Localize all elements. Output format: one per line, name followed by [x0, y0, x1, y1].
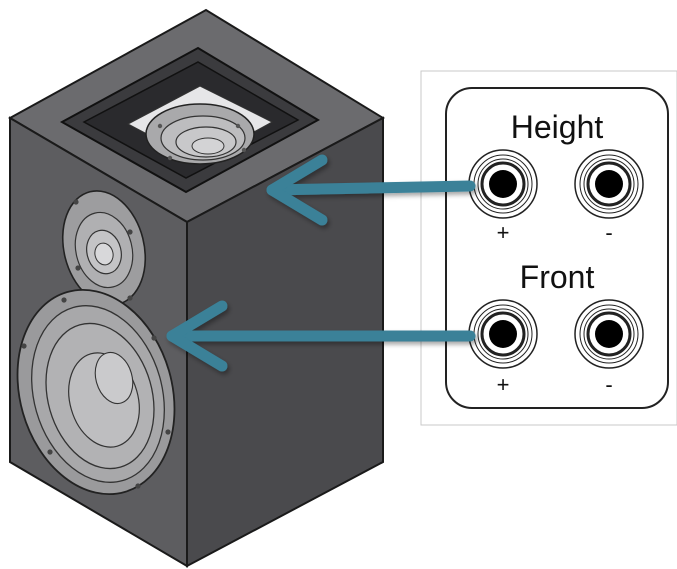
height-terminal-group: Height + - — [468, 109, 644, 245]
front-positive-label: + — [497, 372, 510, 397]
height-negative-label: - — [605, 220, 612, 245]
height-connection-arrow — [266, 154, 476, 226]
front-label: Front — [520, 259, 595, 295]
height-negative-terminal[interactable] — [574, 149, 644, 219]
speaker-cabinet-icon — [7, 8, 386, 568]
front-negative-label: - — [605, 372, 612, 397]
woofer-driver — [16, 288, 176, 496]
front-positive-terminal[interactable] — [468, 299, 538, 369]
height-positive-label: + — [497, 220, 510, 245]
tweeter-driver — [61, 190, 147, 306]
height-label: Height — [511, 109, 604, 145]
cabinet-side-face — [186, 116, 384, 568]
arrow-left-icon — [166, 154, 476, 372]
front-negative-terminal[interactable] — [574, 299, 644, 369]
front-terminal-group: Front + - — [468, 259, 644, 397]
height-positive-terminal[interactable] — [468, 149, 538, 219]
height-driver — [145, 103, 255, 165]
front-connection-arrow — [166, 300, 476, 372]
